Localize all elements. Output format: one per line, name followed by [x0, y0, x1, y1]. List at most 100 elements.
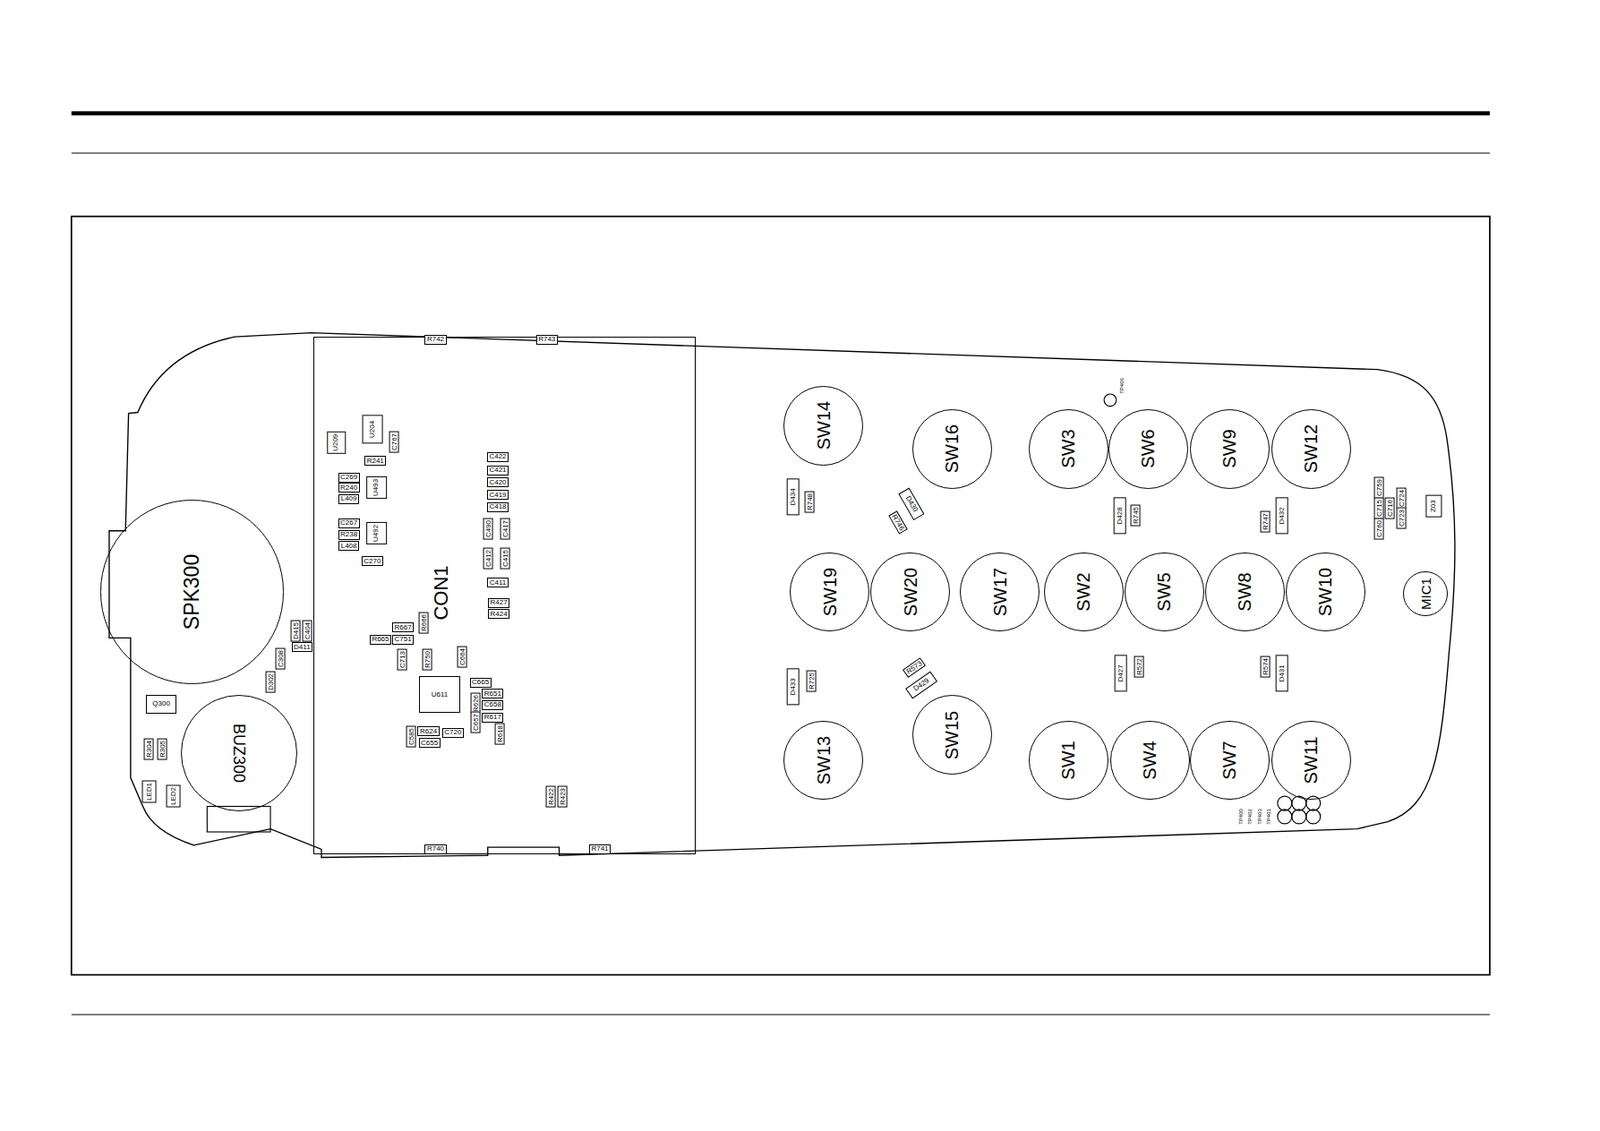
component-pad: D427	[1114, 655, 1128, 693]
component-pad: C415	[499, 547, 510, 569]
component-pad: C308	[275, 647, 286, 669]
part-label: C411	[489, 579, 507, 587]
component-pad: R746	[888, 510, 908, 534]
component-pad: R574	[1260, 655, 1271, 677]
part-label: D434	[789, 487, 797, 505]
component-pad: C419	[487, 489, 509, 500]
part-label: C418	[488, 503, 506, 511]
part-label: D432	[1277, 506, 1285, 524]
component-pad: D415	[290, 619, 301, 642]
part-label: U611	[431, 691, 449, 699]
round-component: SW17	[959, 552, 1040, 633]
part-label: C417	[501, 520, 509, 538]
part-label: C404	[303, 622, 311, 640]
component-pad: R665	[369, 634, 392, 645]
component-pad: R743	[536, 334, 558, 345]
part-label: SW16	[942, 424, 961, 473]
component-pad: C715	[1373, 496, 1384, 519]
part-label: R745	[1131, 506, 1139, 524]
part-label: Q300	[152, 700, 171, 708]
part-label: R740	[427, 845, 445, 853]
component-pad: U492	[366, 521, 387, 545]
part-label: SW14	[814, 401, 833, 450]
part-label: BUZ300	[231, 723, 248, 783]
part-label: SW11	[1301, 736, 1320, 785]
component-pad: R241	[364, 455, 386, 466]
part-label: SW7	[1220, 740, 1239, 779]
component-pad: C713	[396, 648, 407, 670]
part-label: R665	[371, 635, 389, 643]
component-pad: R725	[806, 669, 817, 692]
part-label: C585	[407, 727, 415, 745]
component-pad: R667	[392, 622, 414, 633]
component-pad: C716	[1385, 496, 1395, 519]
part-label: SW4	[1140, 740, 1159, 779]
part-label: D302	[266, 673, 274, 691]
part-label: D430	[903, 495, 918, 514]
part-label: D429	[912, 676, 931, 694]
part-label: C490	[484, 520, 492, 538]
part-label: SW2	[1074, 572, 1093, 611]
test-point-label: TP402	[1247, 808, 1253, 825]
part-label: C767	[390, 433, 398, 451]
part-label: C760	[1375, 520, 1383, 538]
component-pad: C658	[481, 700, 504, 711]
component-pad: C767	[388, 430, 399, 453]
part-label: R572	[1135, 658, 1143, 676]
round-component: SW10	[1285, 552, 1366, 633]
round-component: MIC1	[1403, 571, 1448, 617]
part-label: L409	[341, 495, 358, 503]
part-label: C420	[488, 479, 506, 487]
round-component: SW6	[1108, 409, 1189, 489]
component-pad: C657	[470, 711, 480, 734]
component-pad: C417	[499, 517, 510, 540]
round-component: SW1	[1028, 720, 1109, 801]
part-label: C267	[340, 519, 358, 527]
component-pad: L409	[338, 494, 360, 505]
part-label: Z03	[1429, 499, 1438, 513]
part-label: L408	[341, 542, 358, 550]
component-pad: R651	[481, 688, 504, 699]
round-component: SW16	[912, 409, 993, 489]
part-label: SPK300	[181, 554, 203, 630]
part-label: SW9	[1220, 429, 1239, 469]
part-label: D411	[293, 643, 311, 651]
part-label: R725	[807, 672, 815, 690]
component-pad: C267	[338, 518, 360, 529]
test-point-label: TP401	[1266, 808, 1272, 825]
component-pad: R666	[418, 611, 428, 634]
part-label: U204	[368, 420, 377, 438]
part-label: C715	[1375, 499, 1383, 517]
component-pad: R423	[556, 786, 567, 808]
component-pad: R427	[487, 598, 510, 608]
component-pad: U209	[327, 431, 347, 454]
component-pad: C490	[482, 517, 493, 540]
part-label: C751	[393, 635, 411, 643]
test-point-label: TP406	[1118, 377, 1124, 394]
component-pad: D434	[787, 479, 800, 516]
part-label: U493	[372, 479, 380, 497]
part-label: SW5	[1155, 572, 1173, 611]
part-label: R624	[419, 727, 437, 736]
component-pad: LED1	[141, 780, 156, 804]
round-component: SW11	[1271, 720, 1352, 801]
part-label: R666	[419, 613, 428, 631]
component-pad: C723	[1395, 507, 1406, 530]
part-label: C723	[1397, 509, 1405, 527]
component-pad: Q300	[145, 694, 177, 714]
component-pad: D433	[787, 667, 800, 705]
component-pad: L408	[338, 540, 360, 551]
part-label: R750	[423, 650, 431, 668]
component-pad: R750	[422, 648, 433, 670]
round-component: SW5	[1124, 552, 1205, 633]
part-label: C270	[363, 557, 381, 565]
component-pad: R624	[417, 726, 439, 736]
part-label: D428	[1115, 506, 1123, 524]
part-label: R304	[145, 740, 153, 758]
component-pad: C269	[338, 472, 360, 483]
part-label: C665	[471, 678, 489, 686]
round-component: SW4	[1110, 720, 1190, 801]
component-pad: C404	[302, 619, 313, 642]
part-label: U209	[333, 434, 341, 452]
